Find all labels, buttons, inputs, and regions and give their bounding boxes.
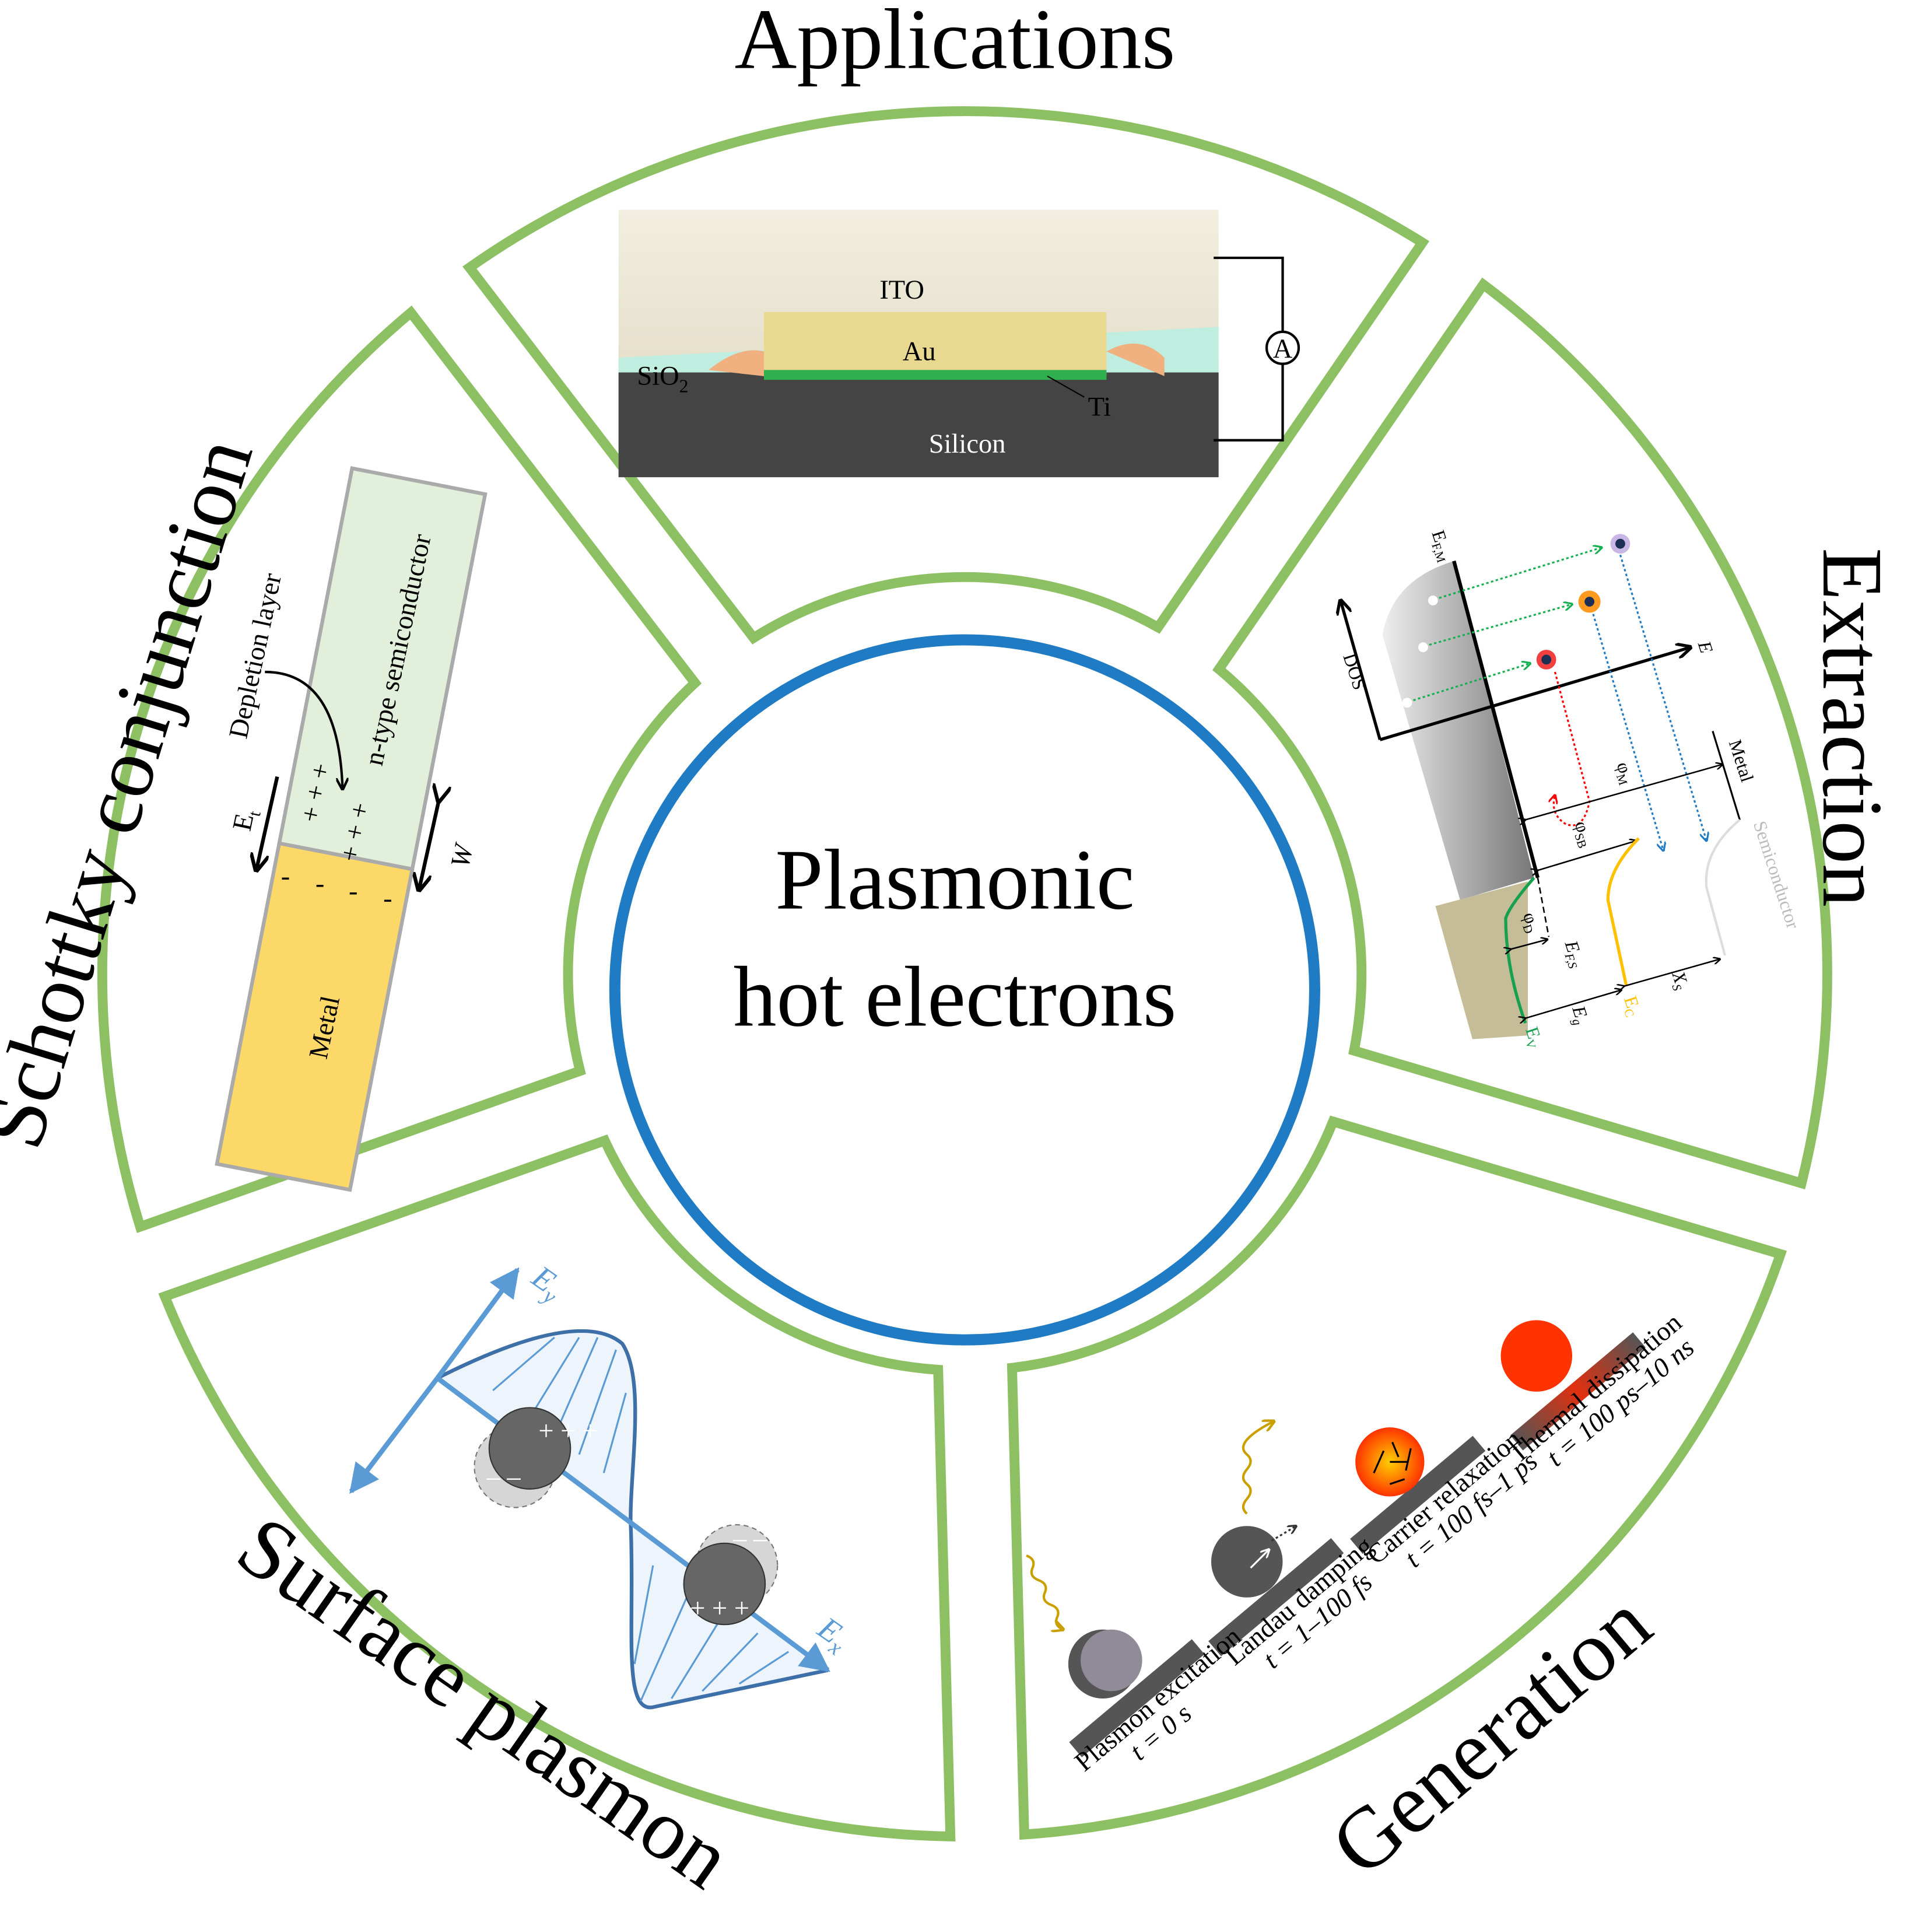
label-phi-sb: φSB <box>1568 818 1598 850</box>
section-title-applications: Applications <box>735 0 1176 87</box>
label-sio2: SiO2 <box>637 362 688 397</box>
minus-charges: – – <box>732 1524 767 1553</box>
label-silicon: Silicon <box>929 429 1006 459</box>
section-title-schottky: Schottky conjunction <box>0 427 271 1158</box>
ring-segment-extraction <box>1212 277 1832 1190</box>
plus-charges: + + + <box>690 1594 749 1624</box>
label-ec: EC <box>1618 993 1646 1019</box>
label-efs: EF,S <box>1558 937 1589 971</box>
ammeter-icon <box>1265 330 1300 365</box>
ring-segments <box>97 106 1832 1842</box>
label-dos: DOS <box>1339 651 1370 692</box>
label-width-w: W <box>446 840 480 871</box>
center-title-line1: Plasmonic <box>775 832 1134 927</box>
ring-segment-schottky <box>97 305 702 1234</box>
label-semiconductor: Semiconductor <box>1749 818 1804 932</box>
label-depletion-layer: Depletion layer <box>223 570 287 741</box>
label-ito: ITO <box>879 275 924 305</box>
label-ey: Ey <box>522 1258 570 1309</box>
plus-charges: + + + <box>538 1416 598 1446</box>
schottky-junction-figure: Depletion layer n-type semiconductor Met… <box>215 466 488 1192</box>
minus-charges: – – <box>486 1462 521 1491</box>
ring-segment-generation <box>1007 1115 1787 1840</box>
label-phi-m: φM <box>1610 759 1639 787</box>
extraction-band-diagram: EF,M DOS E Metal Semiconductor φM φSB φD… <box>1339 528 1804 1050</box>
label-efm: EF,M <box>1425 528 1457 565</box>
label-au: Au <box>903 337 936 366</box>
minus-charge: - <box>383 884 392 914</box>
minus-charge: - <box>281 862 290 892</box>
label-ti: Ti <box>1088 393 1111 422</box>
label-ex: Ex <box>808 1609 856 1660</box>
applications-device-figure: ITO Au SiO2 Ti Silicon A <box>618 209 1300 478</box>
minus-charge: - <box>349 877 357 906</box>
center-circle <box>609 634 1320 1346</box>
minus-charge: - <box>315 869 324 899</box>
ring-segment-applications <box>462 106 1430 645</box>
ring-segment-surface-plasmon <box>158 1134 956 1842</box>
section-title-extraction: Extraction <box>1805 548 1901 907</box>
label-energy-axis: E <box>1694 638 1717 656</box>
label-eg: Eg <box>1566 1003 1593 1027</box>
label-ammeter: A <box>1273 334 1293 364</box>
label-xs: XS <box>1665 968 1693 993</box>
label-field-et: Et <box>227 806 265 835</box>
center-title-line2: hot electrons <box>734 948 1177 1044</box>
label-metal: Metal <box>1725 737 1758 785</box>
